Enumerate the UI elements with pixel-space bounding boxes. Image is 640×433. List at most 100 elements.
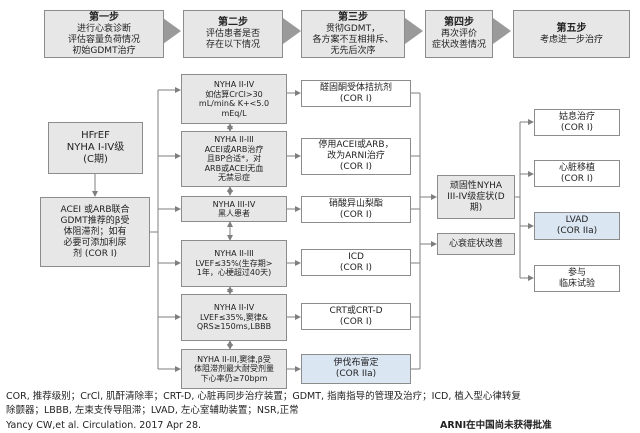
- condition-line: ACEI或ARB治疗: [204, 144, 264, 154]
- treatment-line: (COR I): [339, 262, 373, 273]
- step-1-title: 第一步: [89, 11, 119, 23]
- step-arrow-3: [405, 18, 423, 44]
- option-line: 临床试验: [558, 278, 595, 289]
- step-arrow-1: [163, 18, 181, 44]
- condition-line: NYHA II-III: [214, 135, 254, 145]
- step-3-line: 各方案不互相排斥、: [312, 34, 394, 45]
- step-2-title: 第二步: [218, 17, 248, 28]
- step-4-line: 症状改善情况: [431, 40, 486, 50]
- treatment-box-arni: 停用ACEI或ARB， 改为ARNI治疗 (COR I): [301, 138, 411, 175]
- condition-line: mEq/L: [221, 108, 247, 118]
- condition-box-crt: NYHA II-IV LVEF≤35%,窦律& QRS≥150ms,LBBB: [181, 294, 287, 341]
- condition-box-nitrate: NYHA III-IV 黑人患者: [181, 196, 287, 222]
- treatment-line: (COR I): [339, 209, 373, 220]
- step-1-line: 进行心衰诊断: [76, 23, 131, 34]
- treatment-box-ivabradine: 伊伐布雷定 (COR IIa): [301, 354, 411, 384]
- condition-box-arni: NYHA II-III ACEI或ARB治疗 且BP合适*，对 ARB或ACEI…: [181, 131, 287, 187]
- option-line: LVAD: [565, 215, 589, 225]
- hfref-line: (C期): [83, 154, 108, 165]
- option-line: (COR IIa): [556, 226, 598, 236]
- treatment-line: 硝酸异山梨酯: [328, 198, 383, 209]
- hfref-box: HFrEF NYHA I-IV级 (C期): [48, 122, 143, 174]
- step-3-box: 第三步 贯彻GDMT， 各方案不互相排斥、 无先后次序: [301, 10, 405, 58]
- step-2-line: 评估患者是否: [205, 29, 260, 39]
- step-4-line: 再次评价: [440, 29, 477, 39]
- option-box-clinical-trial: 参与 临床试验: [534, 265, 620, 292]
- condition-line: 体阻滞剂最大耐受剂量: [194, 364, 274, 374]
- step-arrow-2: [283, 18, 301, 44]
- refractory-symptoms-box: 顽固性NYHA III-IV级症状(D 期): [437, 175, 515, 219]
- treatment-line: (COR IIa): [335, 369, 377, 379]
- treatment-box-icd: ICD (COR I): [301, 249, 411, 276]
- option-box-transplant: 心脏移植 (COR I): [534, 160, 620, 187]
- condition-line: NYHA II-IV: [213, 80, 255, 89]
- refractory-line: 顽固性NYHA: [449, 180, 503, 191]
- condition-box-icd: NYHA II-III LVEF≤35%(生存期> 1年，心梗超过40天): [181, 240, 287, 287]
- step-1-line: 评估容量负荷情况: [67, 34, 140, 45]
- condition-line: NYHA II-III,窦律,β受: [197, 354, 271, 364]
- improved-line: 心衰症状改善: [448, 238, 503, 249]
- abbreviation-footnote-1: COR, 推荐级别；CrCl, 肌酐清除率；CRT-D, 心脏再同步治疗装置；G…: [6, 391, 521, 402]
- condition-line: NYHA II-III: [214, 249, 254, 259]
- condition-line: 下心率仍≥70bpm: [200, 373, 268, 383]
- condition-line: ARB或ACEI无血: [204, 163, 264, 173]
- treatment-line: (COR I): [339, 316, 373, 327]
- step-5-title: 第五步: [556, 22, 587, 34]
- treatment-line: ICD: [348, 251, 364, 262]
- refractory-line: 期): [469, 202, 483, 213]
- treatment-box-crt: CRT或CRT-D (COR I): [301, 303, 411, 330]
- treatment-box-aldosterone-antagonist: 醛固酮受体拮抗剂 (COR I): [301, 80, 411, 107]
- treatment-line: (COR I): [339, 93, 373, 104]
- citation: Yancy CW,et al. Circulation. 2017 Apr 28…: [6, 420, 202, 431]
- step-5-line: 考虑进一步治疗: [539, 34, 603, 45]
- step-3-line: 无先后次序: [330, 45, 376, 56]
- condition-line: 无禁忌症: [218, 173, 250, 183]
- step-2-line: 存在以下情况: [205, 40, 260, 50]
- hfref-line: HFrEF: [81, 130, 110, 141]
- step-3-title: 第三步: [338, 11, 368, 23]
- treatment-line: (COR I): [339, 162, 373, 172]
- step-1-line: 初始GDMT治疗: [72, 45, 136, 56]
- condition-box-ivabradine: NYHA II-III,窦律,β受 体阻滞剂最大耐受剂量 下心率仍≥70bpm: [181, 349, 287, 389]
- condition-line: QRS≥150ms,LBBB: [196, 322, 272, 332]
- condition-line: 黑人患者: [218, 209, 250, 218]
- condition-line: LVEF≤35%(生存期>: [195, 258, 273, 268]
- step-3-line: 贯彻GDMT，: [325, 23, 381, 34]
- initial-therapy-line: 必要可添加利尿: [63, 237, 127, 248]
- step-2-box: 第二步 评估患者是否 存在以下情况: [183, 10, 283, 58]
- treatment-box-isosorbide: 硝酸异山梨酯 (COR I): [301, 196, 411, 223]
- treatment-line: 伊伐布雷定: [333, 358, 379, 368]
- option-line: (COR I): [560, 122, 594, 133]
- condition-line: NYHA II-IV: [213, 303, 255, 313]
- option-box-palliative: 姑息治疗 (COR I): [534, 109, 620, 136]
- treatment-line: 改为ARNI治疗: [327, 151, 385, 161]
- initial-therapy-line: 剂 (COR I): [72, 248, 118, 259]
- step-5-box: 第五步 考虑进一步治疗: [513, 10, 630, 58]
- treatment-line: CRT或CRT-D: [329, 305, 383, 316]
- condition-line: 且BP合适*，对: [206, 154, 262, 164]
- hfref-line: NYHA I-IV级: [66, 142, 125, 153]
- option-box-lvad: LVAD (COR IIa): [534, 212, 620, 240]
- symptoms-improved-box: 心衰症状改善: [437, 233, 515, 255]
- step-4-box: 第四步 再次评价 症状改善情况: [425, 10, 493, 58]
- treatment-line: 醛固酮受体拮抗剂: [319, 82, 392, 93]
- initial-therapy-box: ACEI 或ARB联合 GDMT推荐的β受 体阻滞剂；如有 必要可添加利尿 剂 …: [40, 197, 150, 267]
- condition-line: NYHA III-IV: [212, 199, 256, 209]
- abbreviation-footnote-2: 除颤器；LBBB, 左束支传导阻滞；LVAD, 左心室辅助装置；NSR,正常: [6, 405, 299, 416]
- condition-line: 1年，心梗超过40天): [196, 268, 272, 278]
- initial-therapy-line: GDMT推荐的β受: [60, 215, 130, 226]
- option-line: 参与: [567, 267, 586, 278]
- condition-line: LVEF≤35%,窦律&: [200, 312, 268, 322]
- arni-approval-note: ARNI在中国尚未获得批准: [440, 420, 552, 431]
- option-line: 姑息治疗: [558, 111, 595, 122]
- condition-line: 如估算CrCl>30: [205, 89, 263, 99]
- initial-therapy-line: ACEI 或ARB联合: [60, 204, 130, 215]
- step-arrow-4: [493, 18, 511, 44]
- condition-line: mL/min& K+<5.0: [198, 99, 270, 108]
- condition-box-aldosterone: NYHA II-IV 如估算CrCl>30 mL/min& K+<5.0 mEq…: [181, 74, 287, 124]
- step-4-title: 第四步: [444, 17, 474, 28]
- treatment-line: 停用ACEI或ARB，: [318, 140, 394, 150]
- step-1-box: 第一步 进行心衰诊断 评估容量负荷情况 初始GDMT治疗: [44, 10, 164, 58]
- initial-therapy-line: 体阻滞剂；如有: [63, 226, 127, 237]
